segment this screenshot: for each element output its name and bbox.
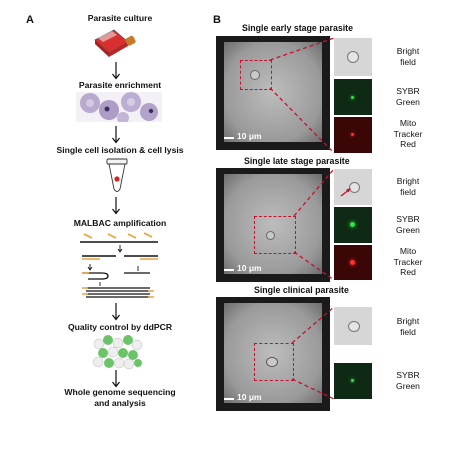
pcr-tube-icon xyxy=(106,158,128,192)
arrow-down-icon xyxy=(112,303,120,321)
arrow-down-icon xyxy=(112,126,120,144)
malbac-diagram xyxy=(80,232,158,298)
section-title-late-stage: Single late stage parasite xyxy=(244,156,350,166)
scale-bar xyxy=(224,137,234,139)
arrow-down-icon xyxy=(112,197,120,215)
zoom-box xyxy=(254,343,294,381)
arrow-down-icon xyxy=(112,62,120,80)
step-analysis: and analysis xyxy=(94,398,146,408)
scale-bar-label: 10 μm xyxy=(237,263,262,273)
ddpcr-droplets-icon xyxy=(92,335,143,370)
parasite-cell xyxy=(250,70,260,80)
channel-sybr-green xyxy=(334,207,372,243)
step-parasite-culture: Parasite culture xyxy=(87,13,153,23)
step-quality-control: Quality control by ddPCR xyxy=(67,322,173,332)
channel-bright-field xyxy=(334,307,372,345)
step-malbac-amplification: MALBAC amplification xyxy=(73,218,167,228)
red-blood-cells-icon xyxy=(76,92,162,122)
panel-b-label: B xyxy=(213,14,221,26)
zoom-box xyxy=(254,216,296,254)
channel-sybr-green xyxy=(334,363,372,399)
pointer-arrow-icon xyxy=(340,188,351,197)
parasite-cell xyxy=(266,231,275,240)
arrow-down-icon xyxy=(112,370,120,388)
step-whole-genome-sequencing: Whole genome sequencing xyxy=(64,387,176,397)
section-title-early-stage: Single early stage parasite xyxy=(242,23,353,33)
section-title-clinical: Single clinical parasite xyxy=(254,285,349,295)
micrograph-early-stage: 10 μm xyxy=(216,36,330,150)
micrograph-clinical: 10 μm xyxy=(216,297,330,411)
culture-flask-icon xyxy=(94,29,136,57)
channel-mitotracker-red xyxy=(334,117,372,153)
micrograph-late-stage: 10 μm xyxy=(216,168,330,282)
channel-bright-field xyxy=(334,169,372,205)
parasite-cell xyxy=(266,357,278,367)
zoom-box xyxy=(240,60,272,90)
scale-bar xyxy=(224,269,234,271)
panel-a-label: A xyxy=(26,14,34,26)
channel-sybr-green xyxy=(334,79,372,115)
step-single-cell-isolation: Single cell isolation & cell lysis xyxy=(56,145,184,155)
step-parasite-enrichment: Parasite enrichment xyxy=(78,80,162,90)
channel-bright-field xyxy=(334,38,372,76)
scale-bar-label: 10 μm xyxy=(237,131,262,141)
channel-mitotracker-red xyxy=(334,245,372,280)
scale-bar xyxy=(224,398,234,400)
scale-bar-label: 10 μm xyxy=(237,392,262,402)
